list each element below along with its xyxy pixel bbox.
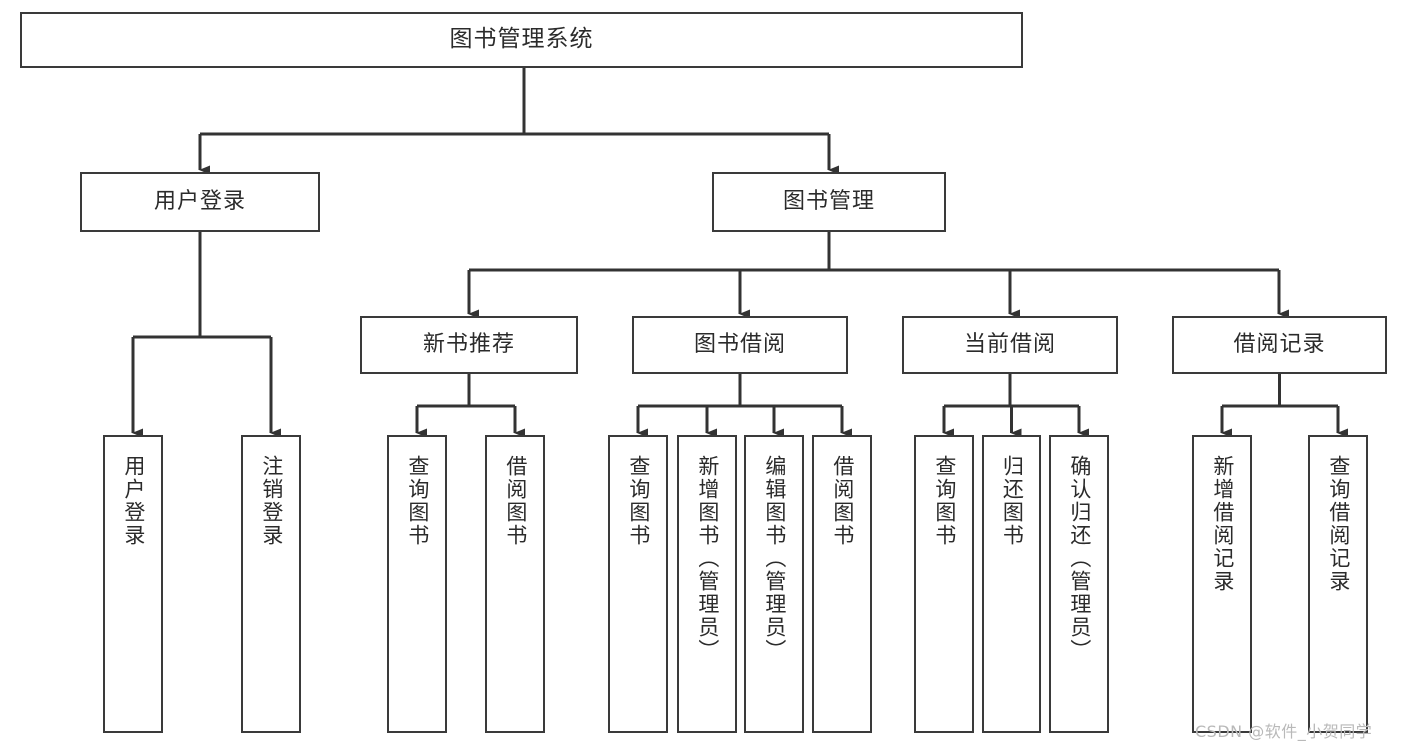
node-leaf-query-book-borrow-label: 查询图书 [626, 455, 651, 547]
node-leaf-add-book-admin[interactable]: 新增图书（管理员） [677, 435, 737, 733]
node-leaf-add-borrow-record-label: 新增借阅记录 [1210, 455, 1235, 593]
node-root-system[interactable]: 图书管理系统 [20, 12, 1023, 68]
csdn-watermark: CSDN @软件_小贺同学 [1195, 718, 1372, 742]
node-leaf-query-book-recommend-label: 查询图书 [405, 455, 430, 547]
node-leaf-borrow-book-borrow-label: 借阅图书 [830, 455, 855, 547]
node-leaf-query-book-recommend[interactable]: 查询图书 [387, 435, 447, 733]
node-leaf-edit-book-admin[interactable]: 编辑图书（管理员） [744, 435, 804, 733]
node-leaf-borrow-book-borrow[interactable]: 借阅图书 [812, 435, 872, 733]
node-leaf-add-book-admin-label: 新增图书（管理员） [695, 455, 720, 662]
node-book-borrow[interactable]: 图书借阅 [632, 316, 848, 374]
node-current-borrow-label: 当前借阅 [963, 331, 1056, 357]
node-book-borrow-label: 图书借阅 [693, 331, 786, 357]
csdn-watermark-text: CSDN @软件_小贺同学 [1195, 722, 1373, 741]
node-leaf-add-borrow-record[interactable]: 新增借阅记录 [1192, 435, 1252, 733]
node-new-book-recommend-label: 新书推荐 [422, 331, 515, 357]
node-user-login[interactable]: 用户登录 [80, 172, 320, 232]
node-new-book-recommend[interactable]: 新书推荐 [360, 316, 578, 374]
node-book-management-label: 图书管理 [782, 188, 875, 214]
node-borrow-record-label: 借阅记录 [1233, 331, 1326, 357]
node-leaf-confirm-return-admin[interactable]: 确认归还（管理员） [1049, 435, 1109, 733]
node-user-login-label: 用户登录 [153, 188, 246, 214]
node-borrow-record[interactable]: 借阅记录 [1172, 316, 1387, 374]
node-leaf-borrow-book-recommend[interactable]: 借阅图书 [485, 435, 545, 733]
node-leaf-query-book-current-label: 查询图书 [932, 455, 957, 547]
node-book-management[interactable]: 图书管理 [712, 172, 946, 232]
node-leaf-confirm-return-admin-label: 确认归还（管理员） [1067, 455, 1092, 662]
node-leaf-user-login[interactable]: 用户登录 [103, 435, 163, 733]
node-leaf-query-borrow-record-label: 查询借阅记录 [1326, 455, 1351, 593]
node-leaf-borrow-book-recommend-label: 借阅图书 [503, 455, 528, 547]
node-leaf-edit-book-admin-label: 编辑图书（管理员） [762, 455, 787, 662]
node-current-borrow[interactable]: 当前借阅 [902, 316, 1118, 374]
node-leaf-logout-label: 注销登录 [259, 455, 284, 547]
node-leaf-query-borrow-record[interactable]: 查询借阅记录 [1308, 435, 1368, 733]
node-leaf-query-book-current[interactable]: 查询图书 [914, 435, 974, 733]
node-leaf-return-book-label: 归还图书 [1000, 455, 1025, 547]
node-root-label: 图书管理系统 [449, 26, 594, 53]
node-leaf-return-book[interactable]: 归还图书 [982, 435, 1041, 733]
node-leaf-query-book-borrow[interactable]: 查询图书 [608, 435, 668, 733]
node-leaf-user-login-label: 用户登录 [121, 455, 146, 547]
node-leaf-logout[interactable]: 注销登录 [241, 435, 301, 733]
